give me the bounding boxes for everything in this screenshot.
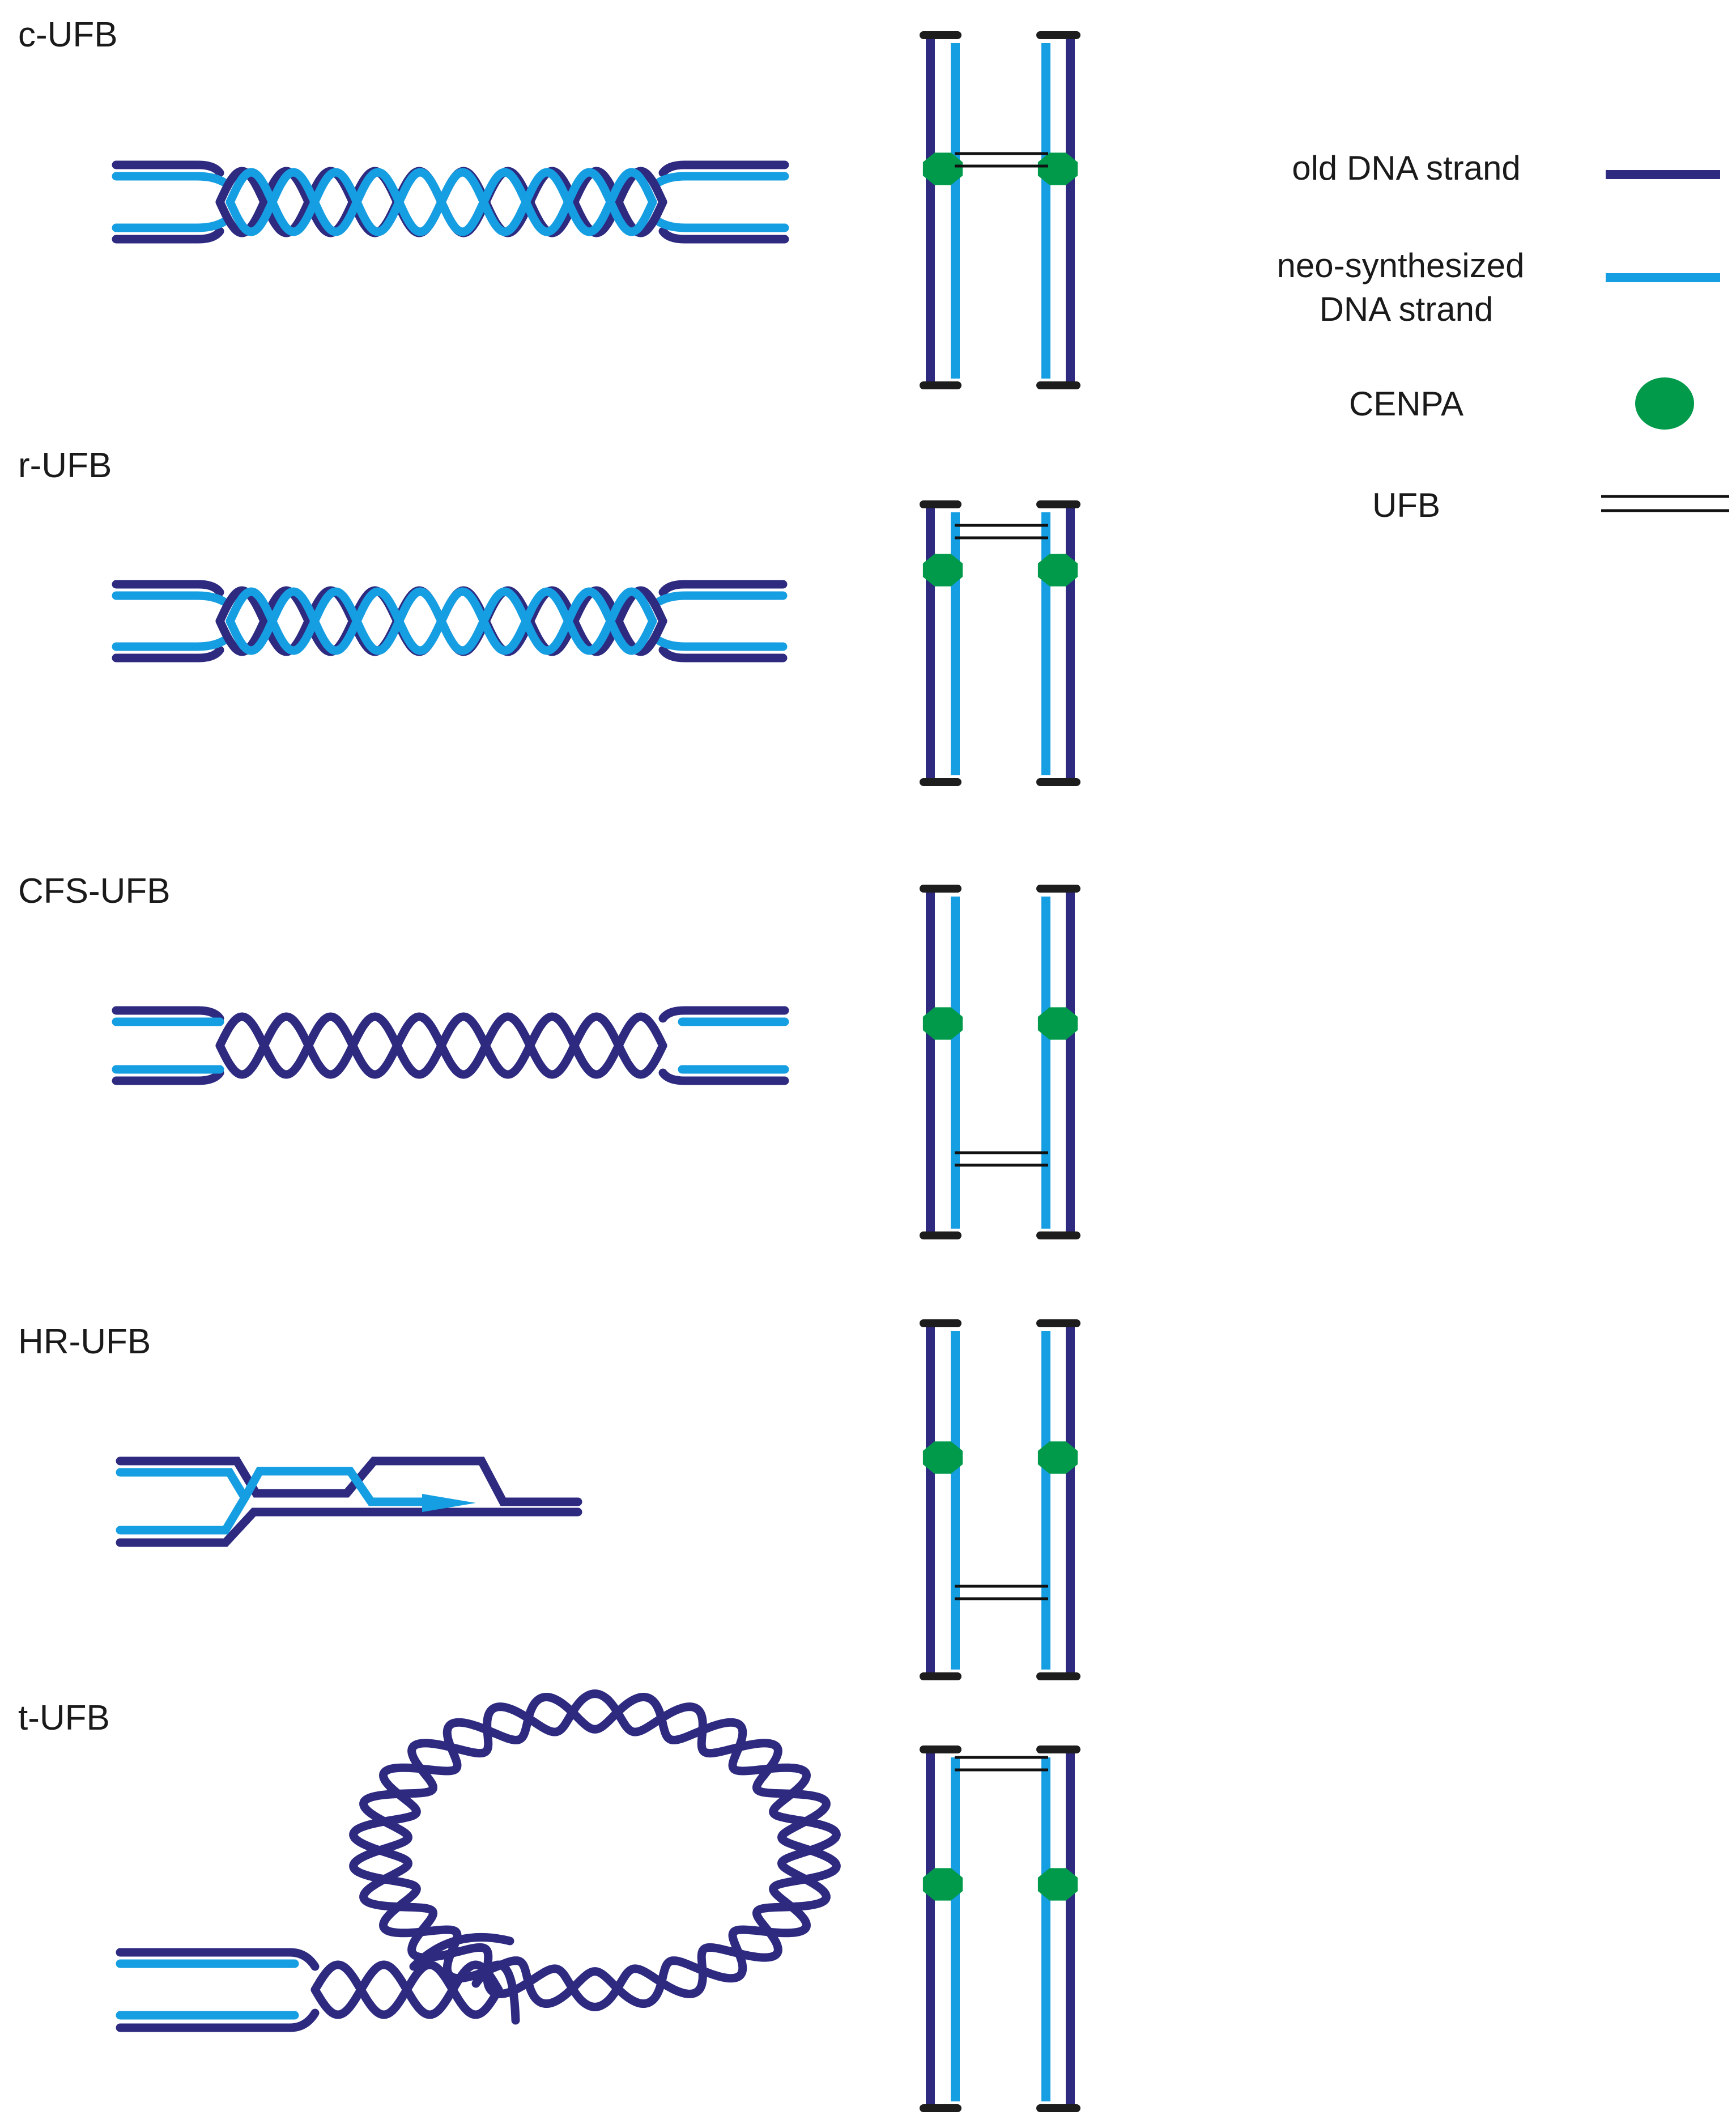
legend-label-ufb: UFB — [1372, 486, 1440, 524]
old-strand-tail-bottom — [116, 2008, 320, 2032]
panel-label-cfs-ufb: CFS-UFB — [18, 872, 171, 911]
chromosome-pair-cfs-ufb — [920, 885, 1080, 1239]
cenpa-right — [1037, 1868, 1078, 1901]
old-strand-tail-left-bottom — [112, 227, 224, 244]
old-strand-invasion-b — [471, 1960, 520, 2025]
dna-schematic-cfs-ufb — [112, 1006, 789, 1085]
legend-label-old-strand: old DNA strand — [1292, 149, 1521, 187]
chromosome-pair-hr-ufb — [920, 1319, 1080, 1680]
old-strand-tail-left-top — [112, 1006, 224, 1023]
dna-schematic-t-ufb — [116, 1689, 841, 2032]
old-strand-tail-top — [116, 1948, 320, 1971]
old-strand-top-bubble — [116, 1456, 582, 1506]
neo-strand-tail-left-top — [112, 591, 228, 606]
panel-label-c-ufb: c-UFB — [18, 15, 118, 54]
old-strand-tail-right-bottom — [658, 645, 788, 662]
neo-strand-arrowhead — [422, 1494, 476, 1512]
legend-label-neo-strand-line1: neo-synthesized — [1277, 247, 1525, 284]
panel-label-t-ufb: t-UFB — [18, 1698, 110, 1738]
dna-schematic-hr-ufb — [116, 1456, 582, 1547]
neo-strand-tail-right-bottom — [655, 218, 789, 232]
cenpa-left — [922, 1868, 963, 1901]
old-strand-tail-right-bottom — [658, 1068, 789, 1085]
cenpa-right — [1037, 152, 1078, 185]
dna-schematic-c-ufb — [112, 160, 789, 244]
chromosome-pair-t-ufb — [920, 1745, 1080, 2112]
cenpa-right — [1037, 1441, 1078, 1474]
old-strand-tail-left-top — [112, 580, 224, 597]
cenpa-left — [922, 1007, 963, 1040]
chromosome-pair-c-ufb — [920, 31, 1080, 389]
dna-schematic-r-ufb — [112, 580, 788, 662]
legend-cenpa-dot — [1635, 377, 1694, 430]
chromosome-pair-r-ufb — [920, 500, 1080, 786]
old-strand-tail-right-top — [658, 1006, 789, 1023]
neo-strand-tail-right-top — [655, 591, 788, 606]
panel-label-r-ufb: r-UFB — [18, 446, 112, 485]
old-strand-helix-b — [215, 1012, 667, 1079]
legend: old DNA strand neo-synthesized DNA stran… — [1277, 149, 1729, 524]
neo-strand-tail-right-bottom — [655, 636, 788, 651]
cenpa-right — [1037, 1007, 1078, 1040]
panel-label-hr-ufb: HR-UFB — [18, 1322, 151, 1361]
old-strand-stem-b — [310, 1960, 503, 2019]
cenpa-left — [922, 152, 963, 185]
old-strand-loop-b — [349, 1693, 841, 2011]
legend-label-cenpa: CENPA — [1349, 385, 1463, 423]
old-strand-invasion-a — [409, 1933, 514, 1971]
neo-strand-helix-b — [225, 168, 657, 236]
neo-strand-tail-left-bottom — [112, 218, 228, 232]
cenpa-left — [922, 554, 963, 587]
neo-strand-tail-left-bottom — [112, 636, 228, 651]
old-strand-tail-left-bottom — [112, 1068, 224, 1085]
old-strand-tail-right-bottom — [658, 227, 789, 244]
neo-strand-tail-right-top — [655, 172, 789, 186]
old-strand-tail-left-top — [112, 160, 224, 177]
old-strand-bottom — [116, 1507, 582, 1547]
cenpa-left — [922, 1441, 963, 1474]
old-strand-tail-left-bottom — [112, 645, 224, 662]
neo-strand-tail-left-top — [112, 172, 228, 186]
neo-strand-invading — [240, 1467, 427, 1506]
cenpa-right — [1037, 554, 1078, 587]
legend-label-neo-strand-line2: DNA strand — [1320, 290, 1494, 328]
old-strand-tail-right-top — [658, 580, 788, 597]
neo-strand-helix-b — [225, 587, 657, 655]
old-strand-tail-right-top — [658, 160, 789, 177]
